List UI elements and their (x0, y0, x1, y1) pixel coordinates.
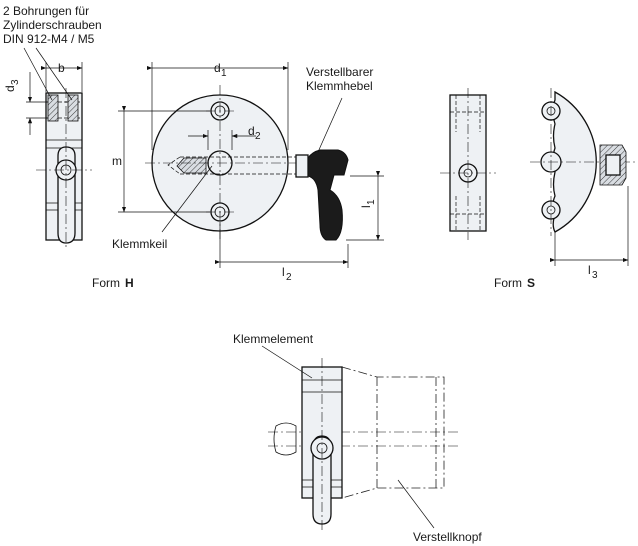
form-s-front-view (530, 88, 638, 266)
form-h-caption: Form H (92, 276, 134, 290)
svg-text:l: l (588, 263, 591, 277)
svg-text:1: 1 (221, 68, 227, 79)
svg-text:Form: Form (494, 276, 522, 290)
assembly-view (261, 345, 460, 530)
form-h-side-view (23, 47, 92, 248)
dim-m-label: m (112, 154, 122, 168)
svg-text:l: l (282, 265, 285, 279)
svg-text:d: d (214, 61, 221, 75)
dim-d2-label: d 2 (248, 124, 261, 142)
svg-text:H: H (125, 276, 134, 290)
bores-note-line2: Zylinderschrauben (3, 18, 102, 32)
svg-text:d: d (3, 85, 17, 92)
svg-text:2: 2 (286, 272, 292, 283)
form-s-caption: Form S (494, 276, 535, 290)
svg-text:Form: Form (92, 276, 120, 290)
adjusting-knob-outline (341, 366, 445, 499)
lever-label-line1: Verstellbarer (306, 65, 373, 79)
dim-b-label: b (58, 61, 65, 75)
bores-note-line1: 2 Bohrungen für (3, 4, 89, 18)
svg-text:3: 3 (592, 270, 598, 281)
shaft-stub (273, 422, 297, 456)
svg-text:2: 2 (255, 131, 261, 142)
svg-text:1: 1 (366, 199, 377, 205)
svg-text:S: S (527, 276, 535, 290)
form-s-side-view (440, 88, 496, 240)
adjustable-clamp-lever (307, 149, 349, 241)
svg-text:d: d (248, 124, 255, 138)
dim-l3-label: l 3 (588, 263, 598, 281)
svg-text:l: l (359, 205, 373, 208)
svg-text:3: 3 (10, 79, 21, 85)
lever-label-line2: Klemmhebel (306, 79, 373, 93)
lever-stem (295, 154, 309, 178)
bore-section-right (67, 94, 79, 122)
dim-d3-label: d 3 (3, 79, 21, 92)
clamp-element-label: Klemmelement (233, 332, 314, 346)
bores-note-line3: DIN 912-M4 / M5 (3, 32, 95, 46)
wedge-label: Klemmkeil (112, 237, 167, 251)
dim-l2-label: l 2 (282, 265, 292, 283)
clamp-wedge (176, 157, 207, 174)
adjusting-knob-label: Verstellknopf (413, 530, 482, 544)
set-screw (605, 154, 621, 176)
dim-l1-label: l 1 (359, 199, 377, 208)
form-h-front-view (118, 62, 384, 268)
dim-d1-label: d 1 (214, 61, 227, 79)
bore-section-left (47, 94, 59, 122)
